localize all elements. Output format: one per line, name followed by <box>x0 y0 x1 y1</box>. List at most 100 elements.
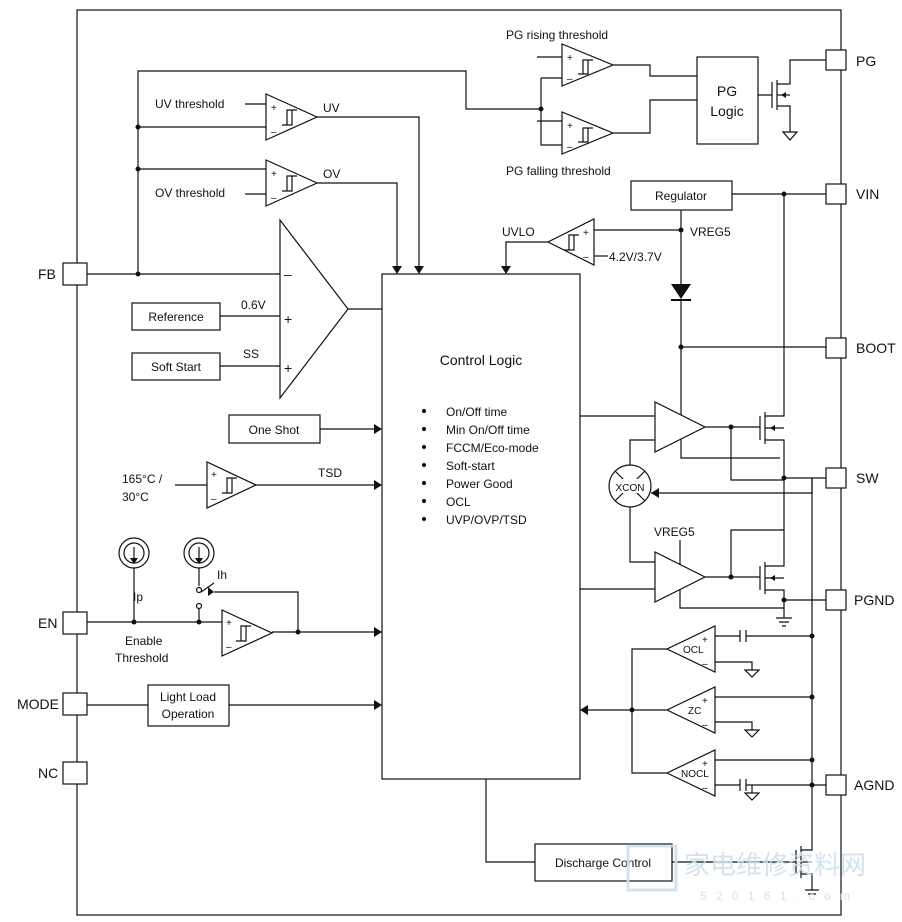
svg-text:FB: FB <box>38 266 56 282</box>
ss-label: SS <box>243 347 259 361</box>
ih-current-source-icon <box>183 537 215 569</box>
svg-text:+: + <box>284 360 292 376</box>
svg-text:Regulator: Regulator <box>655 189 707 203</box>
pin-en: EN <box>38 611 88 635</box>
high-side-driver <box>654 401 707 453</box>
ov-label: OV <box>323 167 340 181</box>
control-logic-item: Min On/Off time <box>446 423 530 437</box>
xcon-block: XCON <box>608 464 652 508</box>
pin-boot: BOOT <box>825 337 896 359</box>
temp-threshold-label-2: 30°C <box>122 490 149 504</box>
control-logic-list: On/Off time Min On/Off time FCCM/Eco-mod… <box>422 405 539 527</box>
ov-comparator: + – <box>265 159 319 207</box>
soft-start-block: Soft Start <box>131 352 221 381</box>
svg-text:MODE: MODE <box>17 696 59 712</box>
svg-text:+: + <box>271 103 277 114</box>
pin-vin: VIN <box>825 183 879 205</box>
svg-text:SW: SW <box>856 470 879 486</box>
svg-text:PG: PG <box>717 83 737 99</box>
enable-comparator: + – <box>221 609 274 657</box>
svg-text:ZC: ZC <box>688 706 701 717</box>
svg-text:+: + <box>702 696 708 707</box>
svg-text:NC: NC <box>38 765 58 781</box>
ih-label: Ih <box>217 568 227 582</box>
svg-text:–: – <box>226 642 232 653</box>
ov-threshold-label: OV threshold <box>155 186 225 200</box>
low-side-mosfet <box>759 478 785 600</box>
vreg5-low-label: VREG5 <box>654 525 695 539</box>
pg-logic-block: PG Logic <box>696 56 759 145</box>
ip-label: Ip <box>133 590 143 604</box>
svg-text:Discharge Control: Discharge Control <box>555 856 651 870</box>
uvlo-label: UVLO <box>502 225 535 239</box>
svg-text:–: – <box>702 720 708 731</box>
control-logic-item: Power Good <box>446 477 513 491</box>
svg-text:PG: PG <box>856 53 876 69</box>
ocl-comparator: + – OCL <box>665 625 716 673</box>
pin-fb: FB <box>38 262 88 286</box>
ip-current-source-icon <box>118 537 150 569</box>
control-logic-block: Control Logic On/Off time Min On/Off tim… <box>381 273 581 780</box>
error-amplifier: – + + <box>279 218 349 400</box>
svg-text:OCL: OCL <box>683 645 704 656</box>
svg-text:+: + <box>211 470 217 481</box>
reference-voltage-label: 0.6V <box>241 298 266 312</box>
pg-rising-comparator: + – <box>561 43 615 87</box>
svg-text:–: – <box>271 193 277 204</box>
svg-text:VIN: VIN <box>856 186 879 202</box>
boot-diode <box>671 284 691 301</box>
svg-text:+: + <box>226 618 232 629</box>
ground-icon <box>776 608 792 627</box>
control-logic-item: FCCM/Eco-mode <box>446 441 539 455</box>
svg-text:–: – <box>567 74 573 85</box>
watermark: 家电维修资料网 5 2 0 1 6 1 . c o m <box>626 844 866 903</box>
pin-sw: SW <box>825 467 879 489</box>
uvlo-comparator: + – <box>546 218 595 266</box>
vreg5-label: VREG5 <box>690 225 731 239</box>
light-load-block: Light Load Operation <box>147 684 230 727</box>
ground-icon <box>781 131 799 141</box>
svg-text:Reference: Reference <box>148 310 204 324</box>
svg-text:BOOT: BOOT <box>856 340 896 356</box>
svg-text:PGND: PGND <box>854 592 894 608</box>
svg-text:+: + <box>567 121 573 132</box>
temp-threshold-label: 165°C / <box>122 472 163 486</box>
svg-text:–: – <box>583 252 589 263</box>
svg-text:–: – <box>567 142 573 153</box>
pin-agnd: AGND <box>825 774 894 796</box>
svg-text:+: + <box>702 635 708 646</box>
svg-text:5 2 0 1 6 1 . c o m: 5 2 0 1 6 1 . c o m <box>700 889 853 903</box>
enable-threshold-label: Enable <box>125 634 163 648</box>
one-shot-block: One Shot <box>228 414 321 444</box>
svg-text:+: + <box>702 759 708 770</box>
control-logic-item: Soft-start <box>446 459 495 473</box>
svg-text:One Shot: One Shot <box>249 423 300 437</box>
svg-text:–: – <box>211 494 217 505</box>
svg-text:Light Load: Light Load <box>160 690 216 704</box>
discharge-mosfet <box>795 840 813 890</box>
control-logic-title: Control Logic <box>440 352 523 368</box>
tsd-comparator: + – <box>206 461 258 509</box>
svg-text:+: + <box>271 169 277 180</box>
control-logic-item: UVP/OVP/TSD <box>446 513 527 527</box>
pin-pgnd: PGND <box>825 589 894 611</box>
svg-text:家电维修资料网: 家电维修资料网 <box>684 850 866 880</box>
svg-text:Soft Start: Soft Start <box>151 360 202 374</box>
svg-text:AGND: AGND <box>854 777 894 793</box>
ground-icon <box>805 889 819 895</box>
svg-text:–: – <box>284 266 292 282</box>
svg-text:–: – <box>702 659 708 670</box>
discharge-control-block: Discharge Control <box>534 843 673 882</box>
reference-block: Reference <box>131 302 221 331</box>
package-outline <box>76 9 842 916</box>
control-logic-item: OCL <box>446 495 471 509</box>
regulator-block: Regulator <box>630 180 733 211</box>
uv-threshold-label: UV threshold <box>155 97 224 111</box>
control-logic-item: On/Off time <box>446 405 507 419</box>
uv-label: UV <box>323 101 340 115</box>
svg-text:EN: EN <box>38 615 57 631</box>
svg-text:XCON: XCON <box>616 483 645 494</box>
low-side-driver <box>654 551 707 603</box>
enable-threshold-label-2: Threshold <box>115 651 168 665</box>
high-side-mosfet <box>759 194 785 478</box>
